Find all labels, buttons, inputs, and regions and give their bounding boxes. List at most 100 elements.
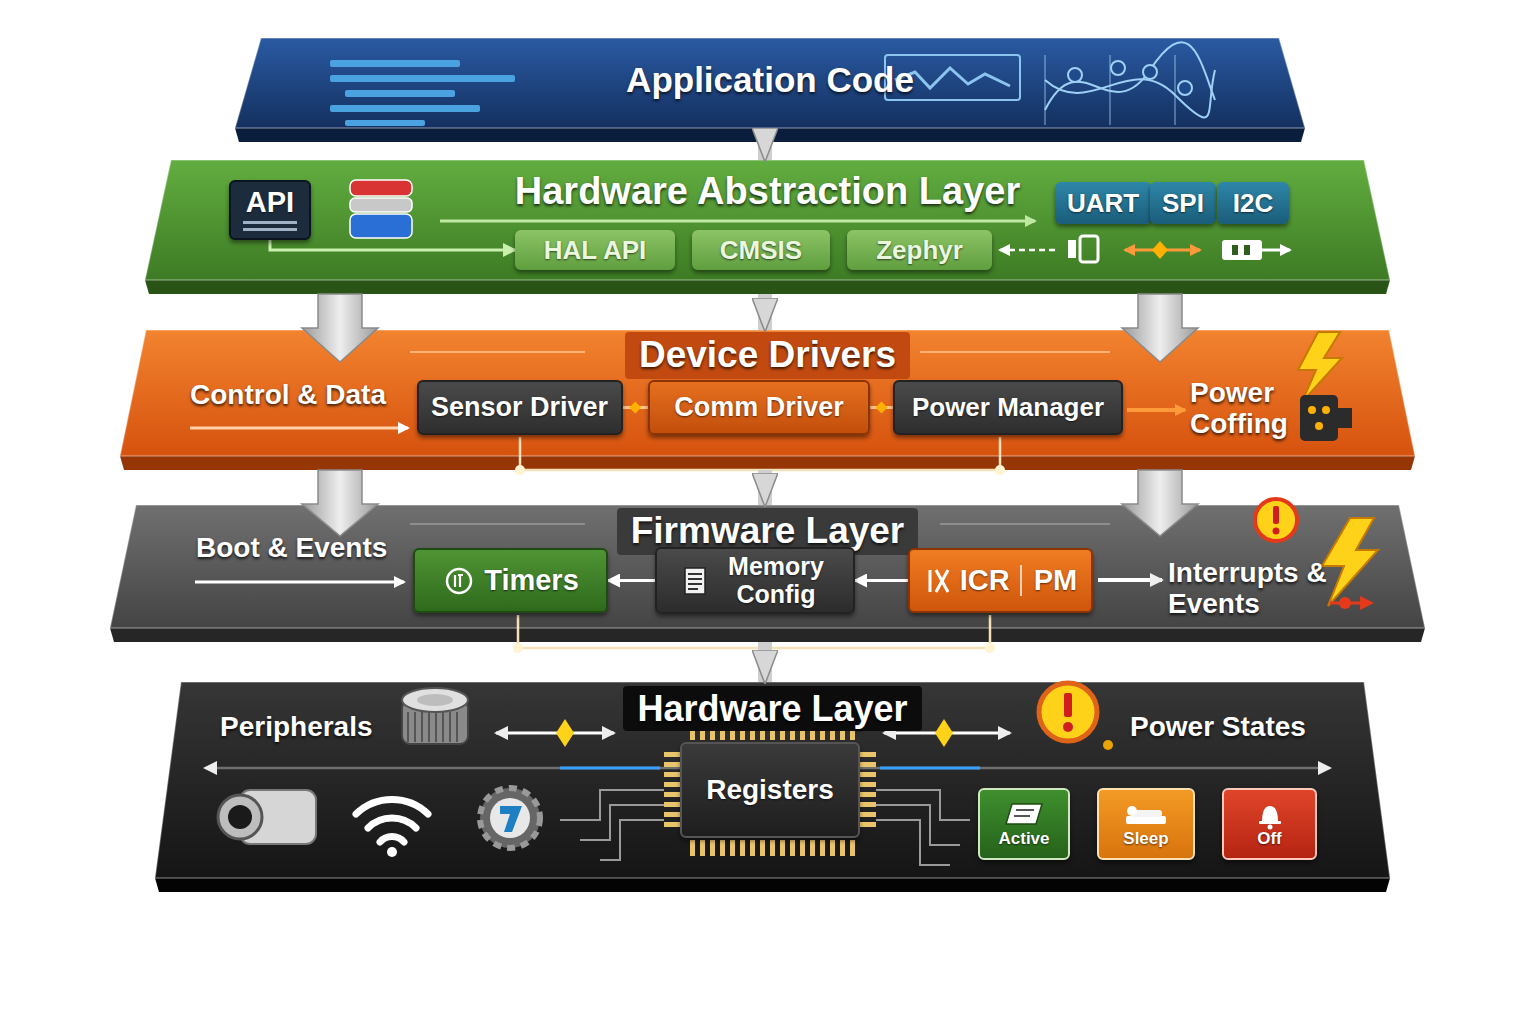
layer-flow-arrow	[758, 142, 772, 160]
chip-pin	[860, 812, 876, 817]
signal-arrow	[496, 732, 614, 735]
component-box: Memory Config	[655, 547, 855, 614]
icr-icon	[924, 566, 958, 596]
label-text: Peripherals	[220, 712, 373, 743]
link-line	[855, 579, 908, 582]
memory-icon	[679, 566, 713, 596]
wire-dot	[515, 465, 525, 475]
chip-pin	[860, 762, 876, 767]
component-box: UART	[1055, 182, 1152, 224]
chip-pin	[760, 724, 765, 740]
sleep-icon	[1122, 800, 1170, 830]
wifi-icon	[356, 800, 428, 857]
component-label: I2C	[1233, 189, 1273, 218]
component-box: Sensor Driver	[417, 380, 623, 435]
flow-arrow	[190, 427, 408, 430]
chip-pin	[664, 812, 680, 817]
label-text: Control & Data	[190, 380, 386, 411]
chip-pin	[860, 802, 876, 807]
layer-heading-row: Application Code	[235, 58, 1305, 102]
component-label: Sensor Driver	[431, 393, 608, 423]
chip-pin	[820, 724, 825, 740]
chip-pin	[800, 840, 805, 856]
chip-pin	[664, 782, 680, 787]
signal-arrow	[884, 732, 1010, 735]
code-lines	[330, 60, 515, 126]
component-label: Active	[998, 830, 1049, 849]
chip-pin	[730, 840, 735, 856]
chip-pin	[730, 724, 735, 740]
bus-highlight	[880, 767, 980, 770]
side-label: Peripherals	[220, 712, 410, 743]
flow-arrow	[1098, 578, 1162, 582]
chip-pin	[710, 724, 715, 740]
timer-icon	[442, 566, 476, 596]
knurl-line	[442, 712, 444, 742]
chip-pin	[830, 840, 835, 856]
knurl-line	[421, 712, 423, 742]
layer-flow-arrow	[758, 642, 772, 682]
chip-pin	[850, 724, 855, 740]
side-label: Power States	[1130, 712, 1330, 743]
bus-icons	[1068, 236, 1290, 262]
chip-pin	[664, 822, 680, 827]
component-box: ICRPM	[908, 548, 1093, 613]
label-text: Power Coffing	[1190, 378, 1300, 440]
system-bus	[205, 767, 1330, 770]
knurl-line	[414, 712, 416, 742]
link-diamond	[629, 402, 641, 414]
chip-pin	[740, 840, 745, 856]
chip-pin	[840, 724, 845, 740]
side-label: Control & Data	[190, 380, 390, 411]
chip-pin	[810, 724, 815, 740]
chip-pin	[770, 840, 775, 856]
wire-dot	[985, 643, 995, 653]
stack-icon	[350, 180, 412, 238]
chip-pin	[760, 840, 765, 856]
label-text: Boot & Events	[196, 533, 387, 564]
chip-pin	[810, 840, 815, 856]
link-line	[623, 406, 649, 409]
component-label: Zephyr	[876, 236, 963, 265]
knurl-line	[456, 712, 458, 742]
component-label: Registers	[706, 775, 834, 806]
chip-pin	[840, 840, 845, 856]
chip-pin	[720, 724, 725, 740]
label-text: Power States	[1130, 712, 1306, 743]
layer-arrows	[302, 294, 1198, 536]
chip-pin	[780, 840, 785, 856]
heading-rule	[410, 351, 585, 353]
knurl-line	[428, 712, 430, 742]
chip-pin	[664, 762, 680, 767]
chip-pin	[710, 840, 715, 856]
component-label: Comm Driver	[674, 393, 844, 423]
off-icon	[1253, 800, 1287, 830]
layer-band: Hardware Abstraction LayerAPIHAL APICMSI…	[145, 160, 1390, 294]
component-box: Comm Driver	[648, 380, 870, 435]
chip-pin	[860, 792, 876, 797]
link-diamond	[876, 402, 888, 414]
chip-pin	[770, 724, 775, 740]
knob-icon	[402, 688, 468, 744]
heading-rule	[410, 523, 585, 525]
api-lines	[243, 219, 297, 233]
knurl-line	[435, 712, 437, 742]
knurl-line	[449, 712, 451, 742]
chip-pin	[860, 782, 876, 787]
chip-pin	[790, 840, 795, 856]
side-label: Power Coffing	[1190, 378, 1300, 440]
wire-dot	[995, 465, 1005, 475]
layer-heading: Hardware Abstraction Layer	[501, 168, 1034, 216]
lightning-icon	[1298, 332, 1342, 402]
heading-rule	[920, 351, 1110, 353]
layer-heading: Device Drivers	[625, 332, 910, 379]
chip-traces	[560, 790, 970, 865]
chart-icon	[885, 55, 1020, 100]
chip-pin	[664, 792, 680, 797]
side-label: Interrupts & Events	[1168, 558, 1343, 620]
bus-wire	[518, 615, 990, 648]
layer-flow-arrow	[758, 470, 772, 505]
warning-icon	[1255, 499, 1297, 541]
layer-heading-row: Device Drivers	[120, 332, 1415, 379]
